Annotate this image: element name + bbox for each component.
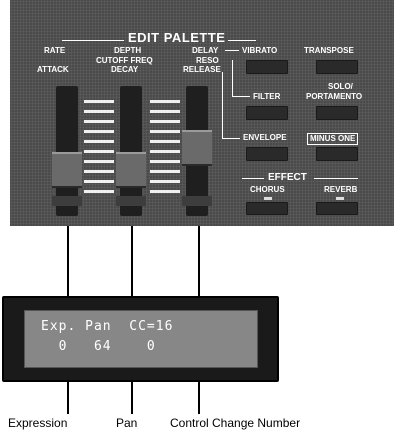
lead-line-pan-bottom bbox=[131, 378, 133, 414]
vibrato-button[interactable] bbox=[246, 60, 288, 74]
scale-line bbox=[150, 190, 180, 193]
effect-title: EFFECT bbox=[268, 172, 307, 183]
scale-line bbox=[84, 180, 114, 183]
label-reso: RESO bbox=[196, 57, 219, 65]
chorus-led bbox=[264, 197, 272, 200]
reverb-led bbox=[336, 197, 344, 200]
scale-line bbox=[84, 150, 114, 153]
filter-button[interactable] bbox=[246, 106, 288, 120]
reverb-button[interactable] bbox=[316, 202, 358, 215]
label-attack: ATTACK bbox=[37, 66, 69, 74]
scale-line bbox=[150, 140, 180, 143]
scale-line bbox=[84, 110, 114, 113]
slider-delay-release[interactable] bbox=[186, 86, 208, 216]
wire-reso-filter-v bbox=[232, 60, 233, 96]
slider-knob-base bbox=[52, 196, 82, 206]
label-minus-one: MINUS ONE bbox=[307, 133, 358, 145]
scale-line bbox=[84, 190, 114, 193]
label-vibrato: VIBRATO bbox=[242, 47, 277, 55]
slider-knob-base bbox=[182, 196, 212, 206]
slider-knob[interactable] bbox=[52, 152, 82, 188]
label-envelope: ENVELOPE bbox=[243, 134, 287, 142]
label-filter: FILTER bbox=[253, 93, 280, 101]
scale-line bbox=[150, 110, 180, 113]
transpose-button[interactable] bbox=[316, 60, 358, 74]
scale-line bbox=[84, 160, 114, 163]
label-solo: SOLO/ bbox=[328, 83, 353, 91]
lead-line-cc-top bbox=[198, 226, 200, 296]
label-chorus: CHORUS bbox=[250, 186, 285, 194]
wire-reso-filter-h bbox=[232, 96, 250, 97]
scale-line bbox=[150, 160, 180, 163]
slider-knob[interactable] bbox=[116, 152, 146, 188]
scale-line bbox=[84, 130, 114, 133]
label-release: RELEASE bbox=[183, 66, 221, 74]
scale-line bbox=[84, 170, 114, 173]
title-bracket-line bbox=[62, 40, 124, 41]
scale-line bbox=[84, 120, 114, 123]
title-bracket-line-right bbox=[228, 40, 256, 41]
scale-line bbox=[150, 150, 180, 153]
lead-line-expression-bottom bbox=[67, 378, 69, 414]
label-reverb: REVERB bbox=[324, 186, 357, 194]
wire-release-envelope-h bbox=[222, 138, 240, 139]
slider-rate-attack[interactable] bbox=[56, 86, 78, 216]
lead-line-pan-top bbox=[131, 226, 133, 296]
lcd-display-frame: Exp. Pan CC=16 0 64 0 bbox=[2, 296, 279, 382]
caption-expression: Expression bbox=[8, 416, 67, 430]
slider-depth-decay[interactable] bbox=[120, 86, 142, 216]
edit-palette-title: EDIT PALETTE bbox=[128, 30, 225, 45]
lcd-screen: Exp. Pan CC=16 0 64 0 bbox=[24, 310, 258, 368]
label-portamento: PORTAMENTO bbox=[306, 93, 362, 101]
label-transpose: TRANSPOSE bbox=[304, 47, 354, 55]
scale-line bbox=[150, 120, 180, 123]
caption-pan: Pan bbox=[116, 416, 137, 430]
wire-delay-vibrato bbox=[225, 50, 239, 51]
effect-bracket-line bbox=[242, 178, 264, 179]
scale-line bbox=[84, 140, 114, 143]
slider-knob[interactable] bbox=[182, 130, 212, 166]
edit-palette-panel: EDIT PALETTE RATE ATTACK DEPTH CUTOFF FR… bbox=[10, 0, 394, 226]
scale-line bbox=[150, 100, 180, 103]
chorus-button[interactable] bbox=[246, 202, 288, 215]
lcd-line-2: 0 64 0 bbox=[41, 339, 273, 354]
lead-line-cc-bottom bbox=[198, 378, 200, 414]
lcd-line-1: Exp. Pan CC=16 bbox=[41, 319, 273, 334]
wire-release-envelope-v bbox=[222, 72, 223, 138]
effect-bracket-line-right bbox=[314, 178, 358, 179]
solo-portamento-button[interactable] bbox=[316, 106, 358, 120]
label-cutoff-freq: CUTOFF FREQ bbox=[96, 57, 153, 65]
label-rate: RATE bbox=[44, 47, 65, 55]
minus-one-button[interactable] bbox=[316, 147, 358, 161]
scale-line bbox=[150, 180, 180, 183]
scale-line bbox=[84, 100, 114, 103]
scale-line bbox=[150, 130, 180, 133]
caption-control-change-number: Control Change Number bbox=[170, 416, 300, 430]
envelope-button[interactable] bbox=[246, 147, 288, 161]
lead-line-expression-top bbox=[67, 226, 69, 296]
label-decay: DECAY bbox=[111, 66, 138, 74]
slider-knob-base bbox=[116, 196, 146, 206]
label-delay: DELAY bbox=[192, 47, 218, 55]
label-depth: DEPTH bbox=[114, 47, 141, 55]
scale-line bbox=[150, 170, 180, 173]
